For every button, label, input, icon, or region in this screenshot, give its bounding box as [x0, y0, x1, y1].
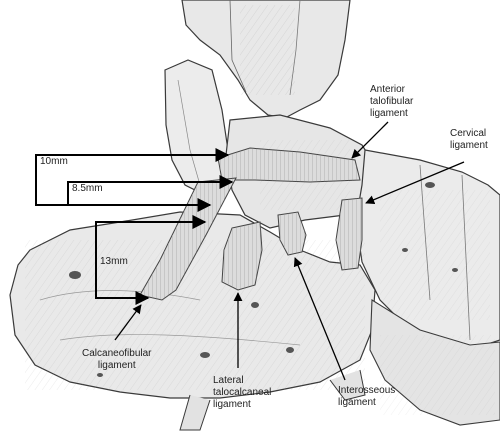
- measure-13mm: 13mm: [100, 256, 128, 267]
- label-interosseous-ligament: Interosseous ligament: [338, 385, 396, 408]
- label-lateral-talocalcaneal-ligament: Lateral talocalcaneal ligament: [213, 375, 272, 410]
- fibula-bone: [164, 59, 229, 196]
- leader-interosseous: [293, 257, 346, 381]
- bracket-10mm: [35, 148, 230, 212]
- measure-8-5mm: 8.5mm: [72, 183, 103, 194]
- leader-calcaneofibular: [114, 304, 142, 341]
- label-cervical-ligament: Cervical ligament: [450, 128, 488, 151]
- label-anterior-talofibular-ligament: Anterior talofibular ligament: [370, 84, 414, 119]
- bracket-13mm: [95, 215, 207, 305]
- leader-cervical: [365, 161, 465, 205]
- leader-anterior-talofibular: [351, 121, 389, 159]
- measure-10mm: 10mm: [40, 156, 68, 167]
- label-calcaneofibular-ligament: Calcaneofibular ligament: [82, 348, 152, 371]
- bracket-8-5mm: [67, 175, 234, 205]
